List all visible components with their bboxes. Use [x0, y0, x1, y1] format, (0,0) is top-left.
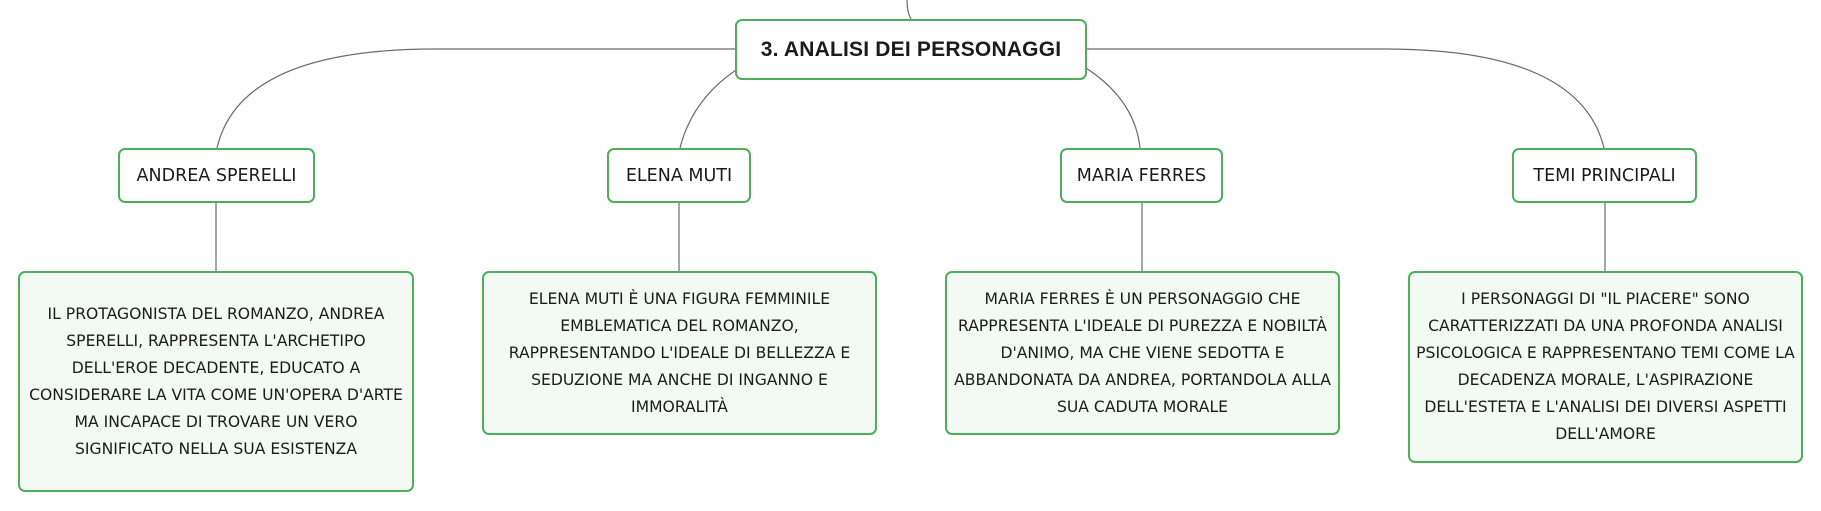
subtopic-text: I PERSONAGGI DI "IL PIACERE" SONO CARATT… [1416, 290, 1795, 443]
connector-root-to-elena [679, 69, 737, 149]
topic-label: MARIA FERRES [1076, 165, 1207, 186]
connector-root-to-temi [1087, 48, 1605, 149]
topic-elena-muti[interactable]: ELENA MUTI [607, 148, 751, 203]
topic-maria-ferres[interactable]: MARIA FERRES [1060, 148, 1223, 203]
root-topic[interactable]: 3. ANALISI DEI PERSONAGGI [735, 19, 1087, 80]
subtopic-text: MARIA FERRES È UN PERSONAGGIO CHE RAPPRE… [954, 289, 1331, 416]
topic-label: ANDREA SPERELLI [136, 165, 297, 186]
subtopic-andrea-description[interactable]: IL PROTAGONISTA DEL ROMANZO, ANDREA SPER… [18, 271, 414, 492]
topic-andrea-sperelli[interactable]: ANDREA SPERELLI [118, 148, 315, 203]
connector-root-to-maria [1085, 67, 1141, 149]
topic-temi-principali[interactable]: TEMI PRINCIPALI [1512, 148, 1697, 203]
subtopic-maria-description[interactable]: MARIA FERRES È UN PERSONAGGIO CHE RAPPRE… [945, 271, 1340, 435]
subtopic-text: ELENA MUTI È UNA FIGURA FEMMINILE EMBLEM… [508, 289, 851, 416]
subtopic-elena-description[interactable]: ELENA MUTI È UNA FIGURA FEMMINILE EMBLEM… [482, 271, 877, 435]
connector-root-to-andrea [216, 48, 735, 149]
subtopic-text: IL PROTAGONISTA DEL ROMANZO, ANDREA SPER… [29, 304, 403, 458]
topic-label: ELENA MUTI [625, 165, 733, 186]
root-topic-title: 3. ANALISI DEI PERSONAGGI [760, 37, 1062, 61]
connector-parent-to-root [906, 0, 912, 20]
subtopic-temi-description[interactable]: I PERSONAGGI DI "IL PIACERE" SONO CARATT… [1408, 271, 1803, 463]
topic-label: TEMI PRINCIPALI [1533, 165, 1676, 186]
